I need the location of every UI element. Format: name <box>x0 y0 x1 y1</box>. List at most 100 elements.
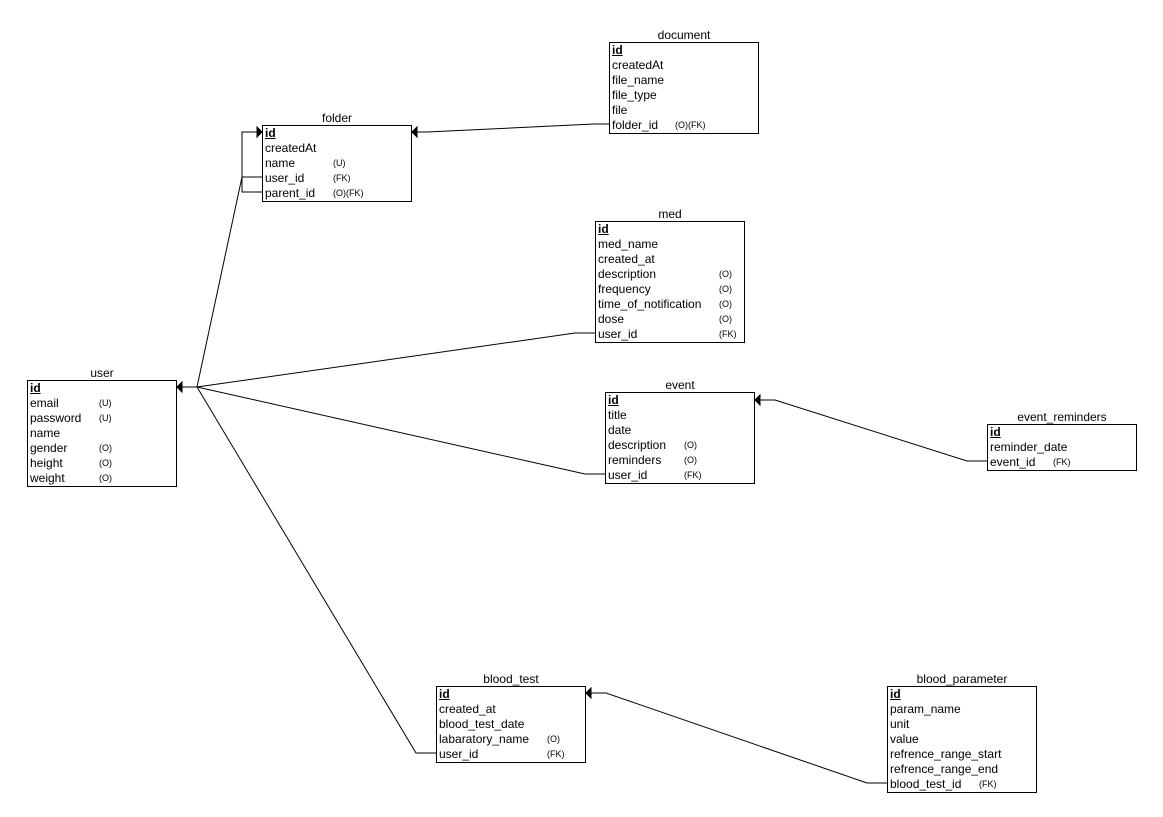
field-constraint-tag: (O)(FK) <box>333 188 364 198</box>
field-name: createdAt <box>612 58 664 72</box>
field-row: file <box>610 103 758 118</box>
entity-title: blood_parameter <box>916 672 1008 686</box>
field-row: description (O) <box>596 267 744 282</box>
field-name: file <box>612 103 628 117</box>
field-row: refrence_range_end <box>888 762 1036 777</box>
field-name: reminders <box>608 453 662 467</box>
field-constraint-tag: (FK) <box>547 749 565 759</box>
field-row: folder_id(O)(FK) <box>610 118 758 133</box>
field-name: time_of_notification <box>598 297 702 311</box>
field-row: date <box>606 423 754 438</box>
field-row: time_of_notification(O) <box>596 297 744 312</box>
field-row: blood_test_id(FK) <box>888 777 1036 792</box>
field-name: description <box>608 438 667 452</box>
field-constraint-tag: (O) <box>684 455 697 465</box>
field-row: med_name <box>596 237 744 252</box>
field-row: gender (O) <box>28 441 176 456</box>
primary-key-row: id <box>28 381 176 396</box>
field-name: createdAt <box>265 141 317 155</box>
field-name: refrence_range_end <box>890 762 999 776</box>
field-row: description(O) <box>606 438 754 453</box>
field-name: email <box>30 396 59 410</box>
entity-title: blood_test <box>483 672 539 686</box>
field-row: user_id(FK) <box>596 327 744 342</box>
field-row: createdAt <box>610 58 758 73</box>
field-row: height(O) <box>28 456 176 471</box>
primary-key-name: id <box>990 425 1001 439</box>
primary-key-row: id <box>610 43 758 58</box>
field-constraint-tag: (FK) <box>979 779 997 789</box>
field-constraint-tag: (O) <box>547 734 560 744</box>
field-row: value <box>888 732 1036 747</box>
field-name: blood_test_date <box>439 717 525 731</box>
primary-key-name: id <box>890 687 901 701</box>
primary-key-name: id <box>439 687 450 701</box>
field-name: labaratory_name <box>439 732 530 746</box>
link-reminders-event <box>755 399 987 462</box>
field-row: email (U) <box>28 396 176 411</box>
field-name: name <box>265 156 296 170</box>
field-name: file_name <box>612 73 665 87</box>
field-constraint-tag: (O) <box>99 443 112 453</box>
field-name: file_type <box>612 88 657 102</box>
field-row: blood_test_date <box>437 717 585 732</box>
primary-key-name: id <box>598 222 609 236</box>
field-name: weight <box>30 471 65 485</box>
field-name: param_name <box>890 702 961 716</box>
field-row: parent_id(O)(FK) <box>263 186 411 201</box>
field-row: labaratory_name (O) <box>437 732 585 747</box>
arrow-user <box>176 380 183 394</box>
arrow-event <box>754 393 761 407</box>
field-row: user_id(FK) <box>437 747 585 762</box>
field-row: user_id(FK) <box>606 468 754 483</box>
entity-title: user <box>90 366 114 380</box>
field-row: name <box>28 426 176 441</box>
link-event-user <box>177 386 605 475</box>
field-constraint-tag: (O) <box>719 269 732 279</box>
field-row: title <box>606 408 754 423</box>
field-constraint-tag: (U) <box>99 398 112 408</box>
field-constraint-tag: (O) <box>719 314 732 324</box>
link-folder-user <box>177 176 262 388</box>
field-row: file_type <box>610 88 758 103</box>
field-name: frequency <box>598 282 651 296</box>
field-name: description <box>598 267 657 281</box>
link-folder-parent <box>241 131 262 193</box>
field-constraint-tag: (U) <box>333 158 346 168</box>
field-name: folder_id <box>612 118 659 132</box>
primary-key-name: id <box>265 126 276 140</box>
field-name: password <box>30 411 82 425</box>
field-row: password(U) <box>28 411 176 426</box>
primary-key-name: id <box>612 43 623 57</box>
arrow-document-folder <box>411 125 418 139</box>
arrow-bloodtest <box>585 686 592 700</box>
field-name: unit <box>890 717 910 731</box>
field-name: gender <box>30 441 68 455</box>
field-name: dose <box>598 312 625 326</box>
field-name: created_at <box>598 252 655 266</box>
entity-title: folder <box>321 111 353 125</box>
field-row: frequency(O) <box>596 282 744 297</box>
entity-title: event <box>665 378 695 392</box>
entity-title: event_reminders <box>1017 410 1107 424</box>
field-row: name (U) <box>263 156 411 171</box>
field-name: med_name <box>598 237 659 251</box>
entity-title: med <box>658 207 682 221</box>
primary-key-row: id <box>437 687 585 702</box>
field-row: param_name <box>888 702 1036 717</box>
field-name: user_id <box>598 327 638 341</box>
field-row: refrence_range_start <box>888 747 1036 762</box>
